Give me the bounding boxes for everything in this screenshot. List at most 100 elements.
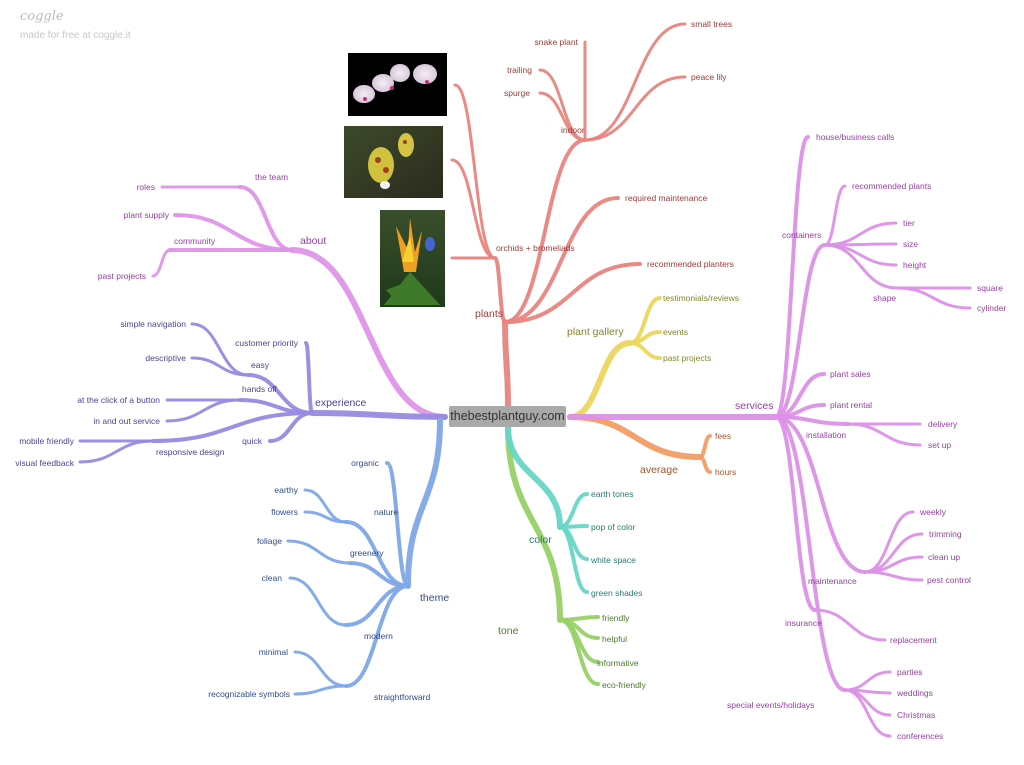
node-plants-spurge[interactable]: spurge (504, 88, 530, 98)
node-services-cylinder[interactable]: cylinder (977, 303, 1006, 313)
coggle-logo[interactable]: coggle (20, 9, 64, 24)
node-plants-snake[interactable]: snake plant (535, 37, 579, 47)
root-node[interactable]: thebestplantguy.com (449, 406, 566, 427)
node-color-earth[interactable]: earth tones (591, 489, 634, 499)
node-services-events[interactable]: special events/holidays (727, 700, 814, 710)
node-theme-minimal[interactable]: minimal (259, 647, 288, 657)
node-about-roles[interactable]: roles (137, 182, 155, 192)
branch-connectors (78, 22, 972, 738)
connector-plants-label (502, 319, 511, 409)
node-tone-helpful[interactable]: helpful (602, 634, 627, 644)
branch-node-gallery[interactable]: plant gallery (567, 326, 624, 338)
node-services-square[interactable]: square (977, 283, 1003, 293)
node-services-containers[interactable]: containers (782, 230, 821, 240)
connector-color-earth (558, 492, 589, 529)
node-theme-modern[interactable]: modern (364, 631, 393, 641)
node-theme-flowers[interactable]: flowers (271, 507, 298, 517)
node-about-plant_supply[interactable]: plant supply (124, 210, 170, 220)
branch-node-theme[interactable]: theme (420, 592, 449, 604)
node-services-weddings[interactable]: weddings (896, 688, 933, 698)
node-services-height[interactable]: height (903, 260, 927, 270)
node-plants-required[interactable]: required maintenance (625, 193, 707, 203)
node-experience-click_button[interactable]: at the click of a button (77, 395, 160, 405)
node-theme-symbols[interactable]: recognizable symbols (208, 689, 290, 699)
node-experience-visual[interactable]: visual feedback (15, 458, 74, 468)
branch-node-about[interactable]: about (300, 235, 326, 247)
connector-theme-foliage (286, 539, 352, 565)
node-experience-customer_priority[interactable]: customer priority (235, 338, 299, 348)
connector-services-containers (774, 243, 827, 419)
node-experience-descriptive[interactable]: descriptive (145, 353, 186, 363)
node-plants-trailing[interactable]: trailing (507, 65, 532, 75)
node-tone-friendly[interactable]: friendly (602, 613, 630, 623)
orchid-image-yellow[interactable] (344, 126, 443, 198)
node-services-trimming[interactable]: trimming (929, 529, 962, 539)
node-services-weekly[interactable]: weekly (919, 507, 947, 517)
node-experience-responsive[interactable]: responsive design (156, 447, 225, 457)
node-plants-peace_lily[interactable]: peace lily (691, 72, 727, 82)
node-tone-informative[interactable]: informative (597, 658, 639, 668)
node-services-tier[interactable]: tier (903, 218, 915, 228)
node-average-hours[interactable]: hours (715, 467, 736, 477)
node-plants-orchids[interactable]: orchids + bromeliads (496, 243, 575, 253)
node-services-insurance[interactable]: insurance (785, 618, 822, 628)
node-services-parties[interactable]: parties (897, 667, 923, 677)
node-experience-mobile[interactable]: mobile friendly (19, 436, 75, 446)
node-services-size[interactable]: size (903, 239, 918, 249)
node-services-replacement[interactable]: replacement (890, 635, 937, 645)
node-services-delivery[interactable]: delivery (928, 419, 958, 429)
node-about-team[interactable]: the team (255, 172, 288, 182)
node-gallery-testimonials[interactable]: testimonials/reviews (663, 293, 739, 303)
node-experience-hands_off[interactable]: hands off (242, 384, 277, 394)
node-theme-greenery[interactable]: greenery (350, 548, 384, 558)
branch-node-plants[interactable]: plants (475, 308, 503, 320)
coggle-tagline[interactable]: made for free at coggle.it (20, 30, 131, 41)
branch-node-average[interactable]: average (640, 464, 678, 476)
node-services-pest[interactable]: pest control (927, 575, 971, 585)
node-about-community[interactable]: community (174, 236, 216, 246)
node-services-christmas[interactable]: Christmas (897, 710, 935, 720)
node-theme-organic[interactable]: organic (351, 458, 380, 468)
node-theme-foliage[interactable]: foliage (257, 536, 282, 546)
node-gallery-events[interactable]: events (663, 327, 688, 337)
node-services-shape[interactable]: shape (873, 293, 896, 303)
node-experience-easy[interactable]: easy (251, 360, 270, 370)
node-experience-simple_navigation[interactable]: simple navigation (120, 319, 186, 329)
node-plants-small_trees[interactable]: small trees (691, 19, 732, 29)
branch-node-experience[interactable]: experience (315, 397, 367, 409)
node-services-cleanup[interactable]: clean up (928, 552, 960, 562)
connector-experience-customer_priority (304, 341, 314, 415)
node-tone-eco[interactable]: eco-friendly (602, 680, 647, 690)
node-services-setup[interactable]: set up (928, 440, 951, 450)
node-services-maintenance[interactable]: maintenance (808, 576, 857, 586)
node-gallery-past_projects[interactable]: past projects (663, 353, 711, 363)
node-plants-indoor[interactable]: indoor (561, 125, 585, 135)
node-about-past_projects[interactable]: past projects (98, 271, 146, 281)
node-plants-planters[interactable]: recommended planters (647, 259, 734, 269)
branch-node-color[interactable]: color (529, 534, 552, 546)
node-theme-straightforward[interactable]: straightforward (374, 692, 430, 702)
connector-theme-symbols (293, 684, 348, 696)
node-color-green[interactable]: green shades (591, 588, 643, 598)
node-theme-nature[interactable]: nature (374, 507, 398, 517)
node-services-house[interactable]: house/business calls (816, 132, 894, 142)
node-experience-in_out[interactable]: in and out service (93, 416, 160, 426)
node-theme-clean[interactable]: clean (262, 573, 283, 583)
node-average-fees[interactable]: fees (715, 431, 731, 441)
node-services-installation[interactable]: installation (806, 430, 846, 440)
connector-services-tier (823, 221, 898, 247)
node-color-white[interactable]: white space (590, 555, 636, 565)
node-theme-earthy[interactable]: earthy (274, 485, 298, 495)
branch-node-tone[interactable]: tone (498, 625, 519, 637)
orchid-image-white[interactable] (348, 53, 447, 116)
connector-average-hours (698, 455, 712, 474)
bromeliad-image[interactable] (380, 210, 445, 307)
node-services-sales[interactable]: plant sales (830, 369, 871, 379)
node-color-pop[interactable]: pop of color (591, 522, 636, 532)
branch-node-services[interactable]: services (735, 400, 774, 412)
connector-tone-eco (558, 618, 600, 686)
node-services-rental[interactable]: plant rental (830, 400, 872, 410)
node-services-conferences[interactable]: conferences (897, 731, 943, 741)
node-experience-quick[interactable]: quick (242, 436, 263, 446)
node-services-rec_plants[interactable]: recommended plants (852, 181, 931, 191)
